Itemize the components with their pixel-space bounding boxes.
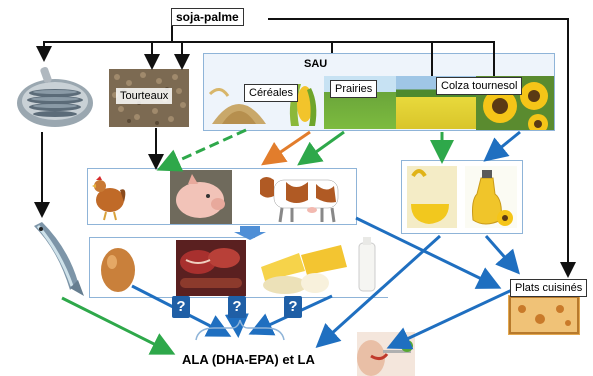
- arrow-prairies-to-cow: [297, 130, 345, 166]
- arrow-oil-to-ala: [315, 234, 442, 349]
- line-sau-right: [432, 41, 495, 76]
- oil-bottles-image: [405, 164, 519, 230]
- grain-pile-image: [208, 80, 270, 127]
- cow-image: [256, 170, 352, 224]
- pig-image: [170, 170, 232, 224]
- colza-tournesol-label: Colza tournesol: [436, 77, 523, 95]
- tourteaux-label: Tourteaux: [116, 88, 173, 104]
- arrow-plats-to-ala: [386, 288, 513, 350]
- question-badge-cheese: ?: [284, 296, 302, 318]
- soja-palme-label: soja-palme: [171, 8, 244, 26]
- question-badge-meat: ?: [228, 296, 246, 318]
- meat-image: [176, 240, 246, 296]
- arrow-soja-to-can: [36, 19, 173, 62]
- arrow-cow-to-plats: [355, 216, 502, 289]
- sardine-can-icon: [14, 63, 96, 131]
- prairies-label: Prairies: [330, 80, 378, 98]
- arrow-sau-to-pig: [261, 130, 311, 166]
- fish-image: [28, 220, 88, 298]
- arrow-cereales-to-chicken: [156, 128, 247, 172]
- prepared-dish-image: [508, 295, 580, 335]
- ala-la-label: ALA (DHA-EPA) et LA: [182, 352, 315, 367]
- cereales-label: Céréales: [244, 84, 299, 102]
- arrow-fish-to-ala: [61, 296, 176, 355]
- ala-brace: [195, 319, 285, 341]
- arrow-animals-to-foods: [234, 226, 266, 240]
- arrow-soja-to-plats: [268, 18, 576, 278]
- chicken-image: [90, 172, 128, 222]
- arrow-oil-to-plats: [484, 235, 520, 275]
- arrow-tournesol-to-oil: [483, 130, 521, 162]
- sau-label: SAU: [304, 58, 328, 70]
- cheese-milk-image: [255, 237, 388, 297]
- question-badge-egg: ?: [172, 296, 190, 318]
- egg-image: [96, 240, 140, 296]
- plats-cuisines-label: Plats cuisinés: [510, 279, 588, 297]
